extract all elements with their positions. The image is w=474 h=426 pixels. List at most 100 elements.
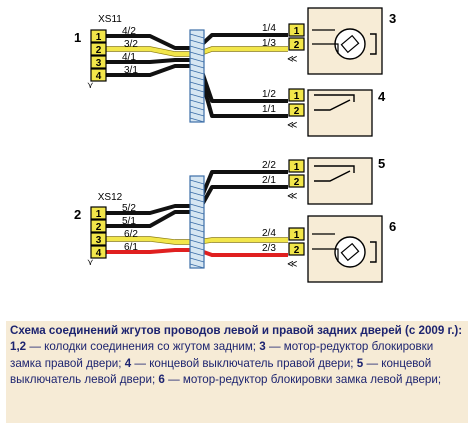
devices-layer: 312≪412≪512≪612≪ (287, 7, 396, 283)
motor-terminal (370, 241, 377, 263)
device-pin-key: ≪ (287, 259, 297, 270)
device-pin-key: ≪ (287, 120, 297, 131)
device-ref-number: 6 (389, 219, 396, 234)
harness-hatch (189, 185, 205, 191)
device-pin-number: 2 (294, 40, 300, 51)
connector-pin-box (90, 29, 107, 43)
device-pin-number: 2 (294, 177, 300, 188)
wire-4-1 (106, 58, 288, 103)
wire-6-2 (106, 236, 288, 245)
caption-item-text: — мотор-редуктор блокировки замка правой… (10, 340, 434, 370)
harness-hatch (189, 191, 205, 197)
harness-hatch (189, 99, 205, 105)
connector-label: XS12 (98, 192, 123, 203)
caption-item-num: 6 (158, 373, 165, 387)
harness-hatch (189, 263, 205, 269)
connector-label: XS11 (98, 14, 122, 25)
wire-label: 1/4 (262, 23, 276, 34)
caption-item-text: — мотор-редуктор блокировки замка левой … (168, 373, 442, 387)
caption-item-num: 4 (124, 356, 132, 370)
harness-hatch (189, 57, 205, 63)
harness-hatch (189, 111, 205, 117)
connector-pin-number: 4 (96, 248, 102, 259)
connector-pin-number: 2 (96, 222, 102, 233)
harness-hatch (189, 51, 205, 57)
harness-hatch (189, 63, 205, 69)
device-pin-box (288, 159, 305, 173)
switch-contact (314, 99, 351, 111)
wire-label: 2/1 (262, 175, 276, 186)
wire-4-2 (106, 33, 288, 50)
wire-label: 6/2 (124, 229, 138, 240)
device-pin-number: 1 (294, 162, 300, 173)
caption-item-text: — концевой выключатель правой двери; (134, 356, 354, 370)
connector-pin-box (90, 68, 107, 82)
connector-ref-number: 2 (74, 207, 81, 222)
wire-core (106, 47, 288, 56)
connector-pin-number: 2 (96, 45, 102, 56)
harness-hatch (189, 227, 205, 233)
wire-core (106, 248, 288, 257)
harness-hatch (189, 105, 205, 111)
device-ref-number: 4 (378, 89, 386, 104)
wire-3-1 (106, 64, 288, 118)
connector-pin-box (90, 245, 107, 259)
device-pin-box (288, 23, 305, 37)
harness-hatch (189, 117, 205, 123)
wire-core (106, 64, 288, 118)
connector-pin-number: 1 (96, 32, 102, 43)
wire-label: 1/1 (262, 104, 276, 115)
harness-hatch (189, 87, 205, 93)
connector-ref-number: 1 (74, 30, 81, 45)
harness-hatch (189, 251, 205, 257)
caption-item-text: — колодки соединения со жгутом задним; (29, 340, 257, 354)
device-ref-number: 5 (378, 156, 385, 171)
device-pin-number: 2 (294, 245, 300, 256)
harness-hatch (189, 215, 205, 221)
device-pin-number: 1 (294, 91, 300, 102)
device-3-motor: 3 1 2 ≪ (287, 7, 396, 75)
harness-hatch (189, 81, 205, 87)
device-pin-number: 2 (294, 106, 300, 117)
wire-label: 6/1 (124, 242, 138, 253)
device-ref-number: 3 (389, 11, 396, 26)
wire-label: 2/3 (262, 243, 276, 254)
device-pin-box (288, 103, 305, 117)
device-pin-box (288, 88, 305, 102)
wire-core (106, 237, 288, 244)
harness-hatch (189, 203, 205, 209)
connector-pin-number: 3 (96, 58, 102, 69)
harness-hatch (189, 221, 205, 227)
motor-leads (312, 233, 339, 262)
motor-leads (312, 29, 339, 54)
wire-core (106, 33, 288, 50)
switch-contact (314, 170, 351, 182)
device-housing (307, 89, 373, 137)
device-4-switch: 4 1 2 ≪ (287, 88, 386, 137)
caption-item-num: 3 (259, 340, 266, 354)
wire-label: 2/2 (262, 160, 276, 171)
caption-item-num: 1,2 (10, 340, 27, 354)
wire-label: 1/2 (262, 89, 276, 100)
harness-hatch (189, 69, 205, 75)
harness-hatch (189, 239, 205, 245)
device-pin-key: ≪ (287, 191, 297, 202)
connector-pin-number: 3 (96, 235, 102, 246)
device-5-switch: 5 1 2 ≪ (287, 156, 385, 205)
wire-6-1 (106, 248, 288, 257)
wire-label: 3/2 (124, 39, 138, 50)
device-pin-key: ≪ (287, 54, 297, 65)
device-pin-box (288, 227, 305, 241)
figure-caption: Схема соединений жгутов проводов левой и… (6, 321, 468, 423)
wire-label: 5/2 (122, 203, 136, 214)
device-pin-number: 1 (294, 26, 300, 37)
wire-core (106, 185, 288, 228)
motor-rotor (340, 242, 360, 262)
wire-core (106, 170, 288, 215)
harness-hatch (189, 75, 205, 81)
harness-hatch (189, 179, 205, 185)
